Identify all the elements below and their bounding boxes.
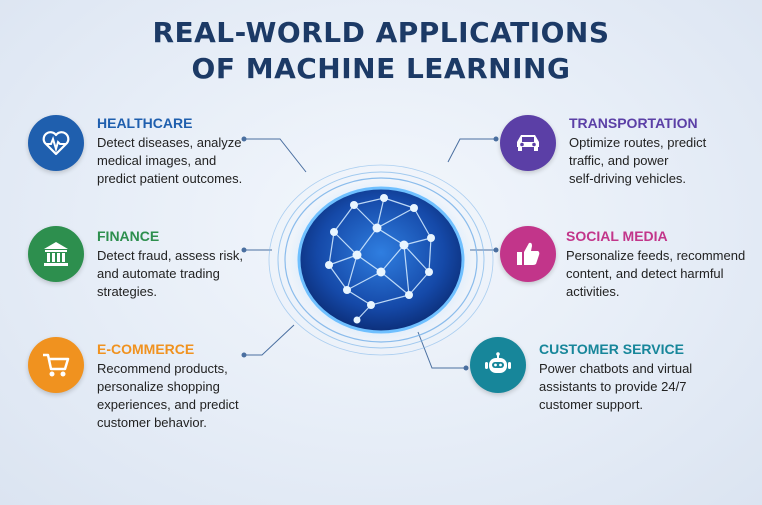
title-line-1: REAL-WORLD APPLICATIONS — [152, 16, 610, 49]
car-icon — [500, 115, 556, 171]
description-transportation: Optimize routes, predict traffic, and po… — [569, 135, 707, 186]
category-social-media: SOCIAL MEDIA — [566, 228, 668, 244]
category-e-commerce: E-COMMERCE — [97, 341, 195, 357]
category-healthcare: HEALTHCARE — [97, 115, 193, 131]
bank-icon — [28, 226, 84, 282]
shopping-cart-icon — [28, 337, 84, 393]
neural-network-icon — [268, 164, 494, 356]
description-social-media: Personalize feeds, recommend content, an… — [566, 248, 746, 299]
category-transportation: TRANSPORTATION — [569, 115, 698, 131]
robot-icon — [470, 337, 526, 393]
category-finance: FINANCE — [97, 228, 160, 244]
description-e-commerce: Recommend products, personalize shopping… — [97, 361, 239, 430]
description-customer-service: Power chatbots and virtual assistants to… — [539, 361, 693, 412]
heart-pulse-icon — [28, 115, 84, 171]
category-customer-service: CUSTOMER SERVICE — [539, 341, 684, 357]
description-healthcare: Detect diseases, analyze medical images,… — [97, 135, 243, 186]
thumbs-up-icon — [500, 226, 556, 282]
description-finance: Detect fraud, assess risk, and automate … — [97, 248, 243, 299]
title-line-2: OF MACHINE LEARNING — [191, 52, 571, 85]
